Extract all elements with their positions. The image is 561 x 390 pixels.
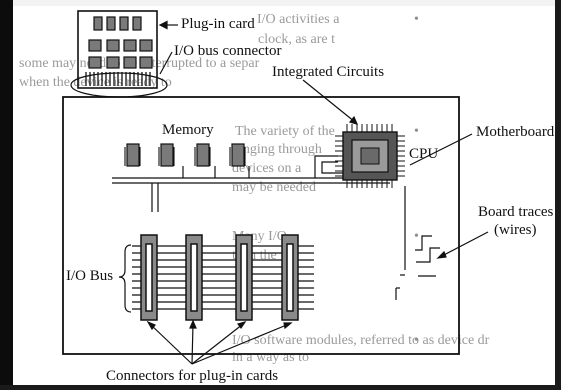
- connectors-pointer-lines: [146, 319, 293, 365]
- scan-top-margin: [0, 0, 561, 6]
- background-text-line: The variety of the: [235, 124, 335, 139]
- io-bus-connector-pins: [85, 72, 151, 86]
- label-arrows: [158, 20, 489, 259]
- connectors-label: Connectors for plug-in cards: [106, 368, 279, 384]
- background-text-line: I/O software modules, referred to as dev…: [232, 333, 490, 348]
- bullet-icon: •: [414, 333, 419, 348]
- scan-right-edge: [555, 0, 561, 390]
- io-bus-label: I/O Bus: [66, 268, 114, 284]
- scan-bottom-edge: [0, 385, 561, 390]
- memory-chips: [124, 143, 246, 167]
- background-text-line: some may need to be interrupted to a sep…: [19, 56, 260, 71]
- io-bus-bracket: [118, 244, 132, 313]
- plugin-card-connectors: [140, 234, 299, 321]
- cpu-label: CPU: [409, 146, 439, 162]
- background-text-line: clock, as are t: [258, 32, 335, 47]
- background-text-line: I/O activities a: [257, 12, 340, 27]
- io-bus-connector-label: I/O bus connector: [174, 43, 282, 59]
- background-text-line: ranging through: [232, 142, 322, 157]
- board-traces-wires-label: (wires): [494, 222, 537, 238]
- board-traces-label: Board traces: [478, 204, 554, 220]
- cpu-chip: [335, 124, 405, 188]
- board-traces-wires: [395, 186, 440, 300]
- background-text-line: may be needed: [232, 180, 316, 195]
- motherboard-outline: [62, 96, 460, 355]
- plugin-card-label: Plug-in card: [181, 16, 255, 32]
- memory-label: Memory: [162, 122, 214, 138]
- bullet-icon: •: [414, 229, 419, 244]
- motherboard-label: Motherboard: [476, 124, 555, 140]
- scan-left-edge: [0, 0, 13, 390]
- integrated-circuits-label: Integrated Circuits: [272, 64, 385, 80]
- bullet-icon: •: [414, 12, 419, 27]
- plugin-card: [70, 10, 168, 98]
- bullet-icon: •: [414, 124, 419, 139]
- connector-highlight-ellipse: [70, 72, 168, 98]
